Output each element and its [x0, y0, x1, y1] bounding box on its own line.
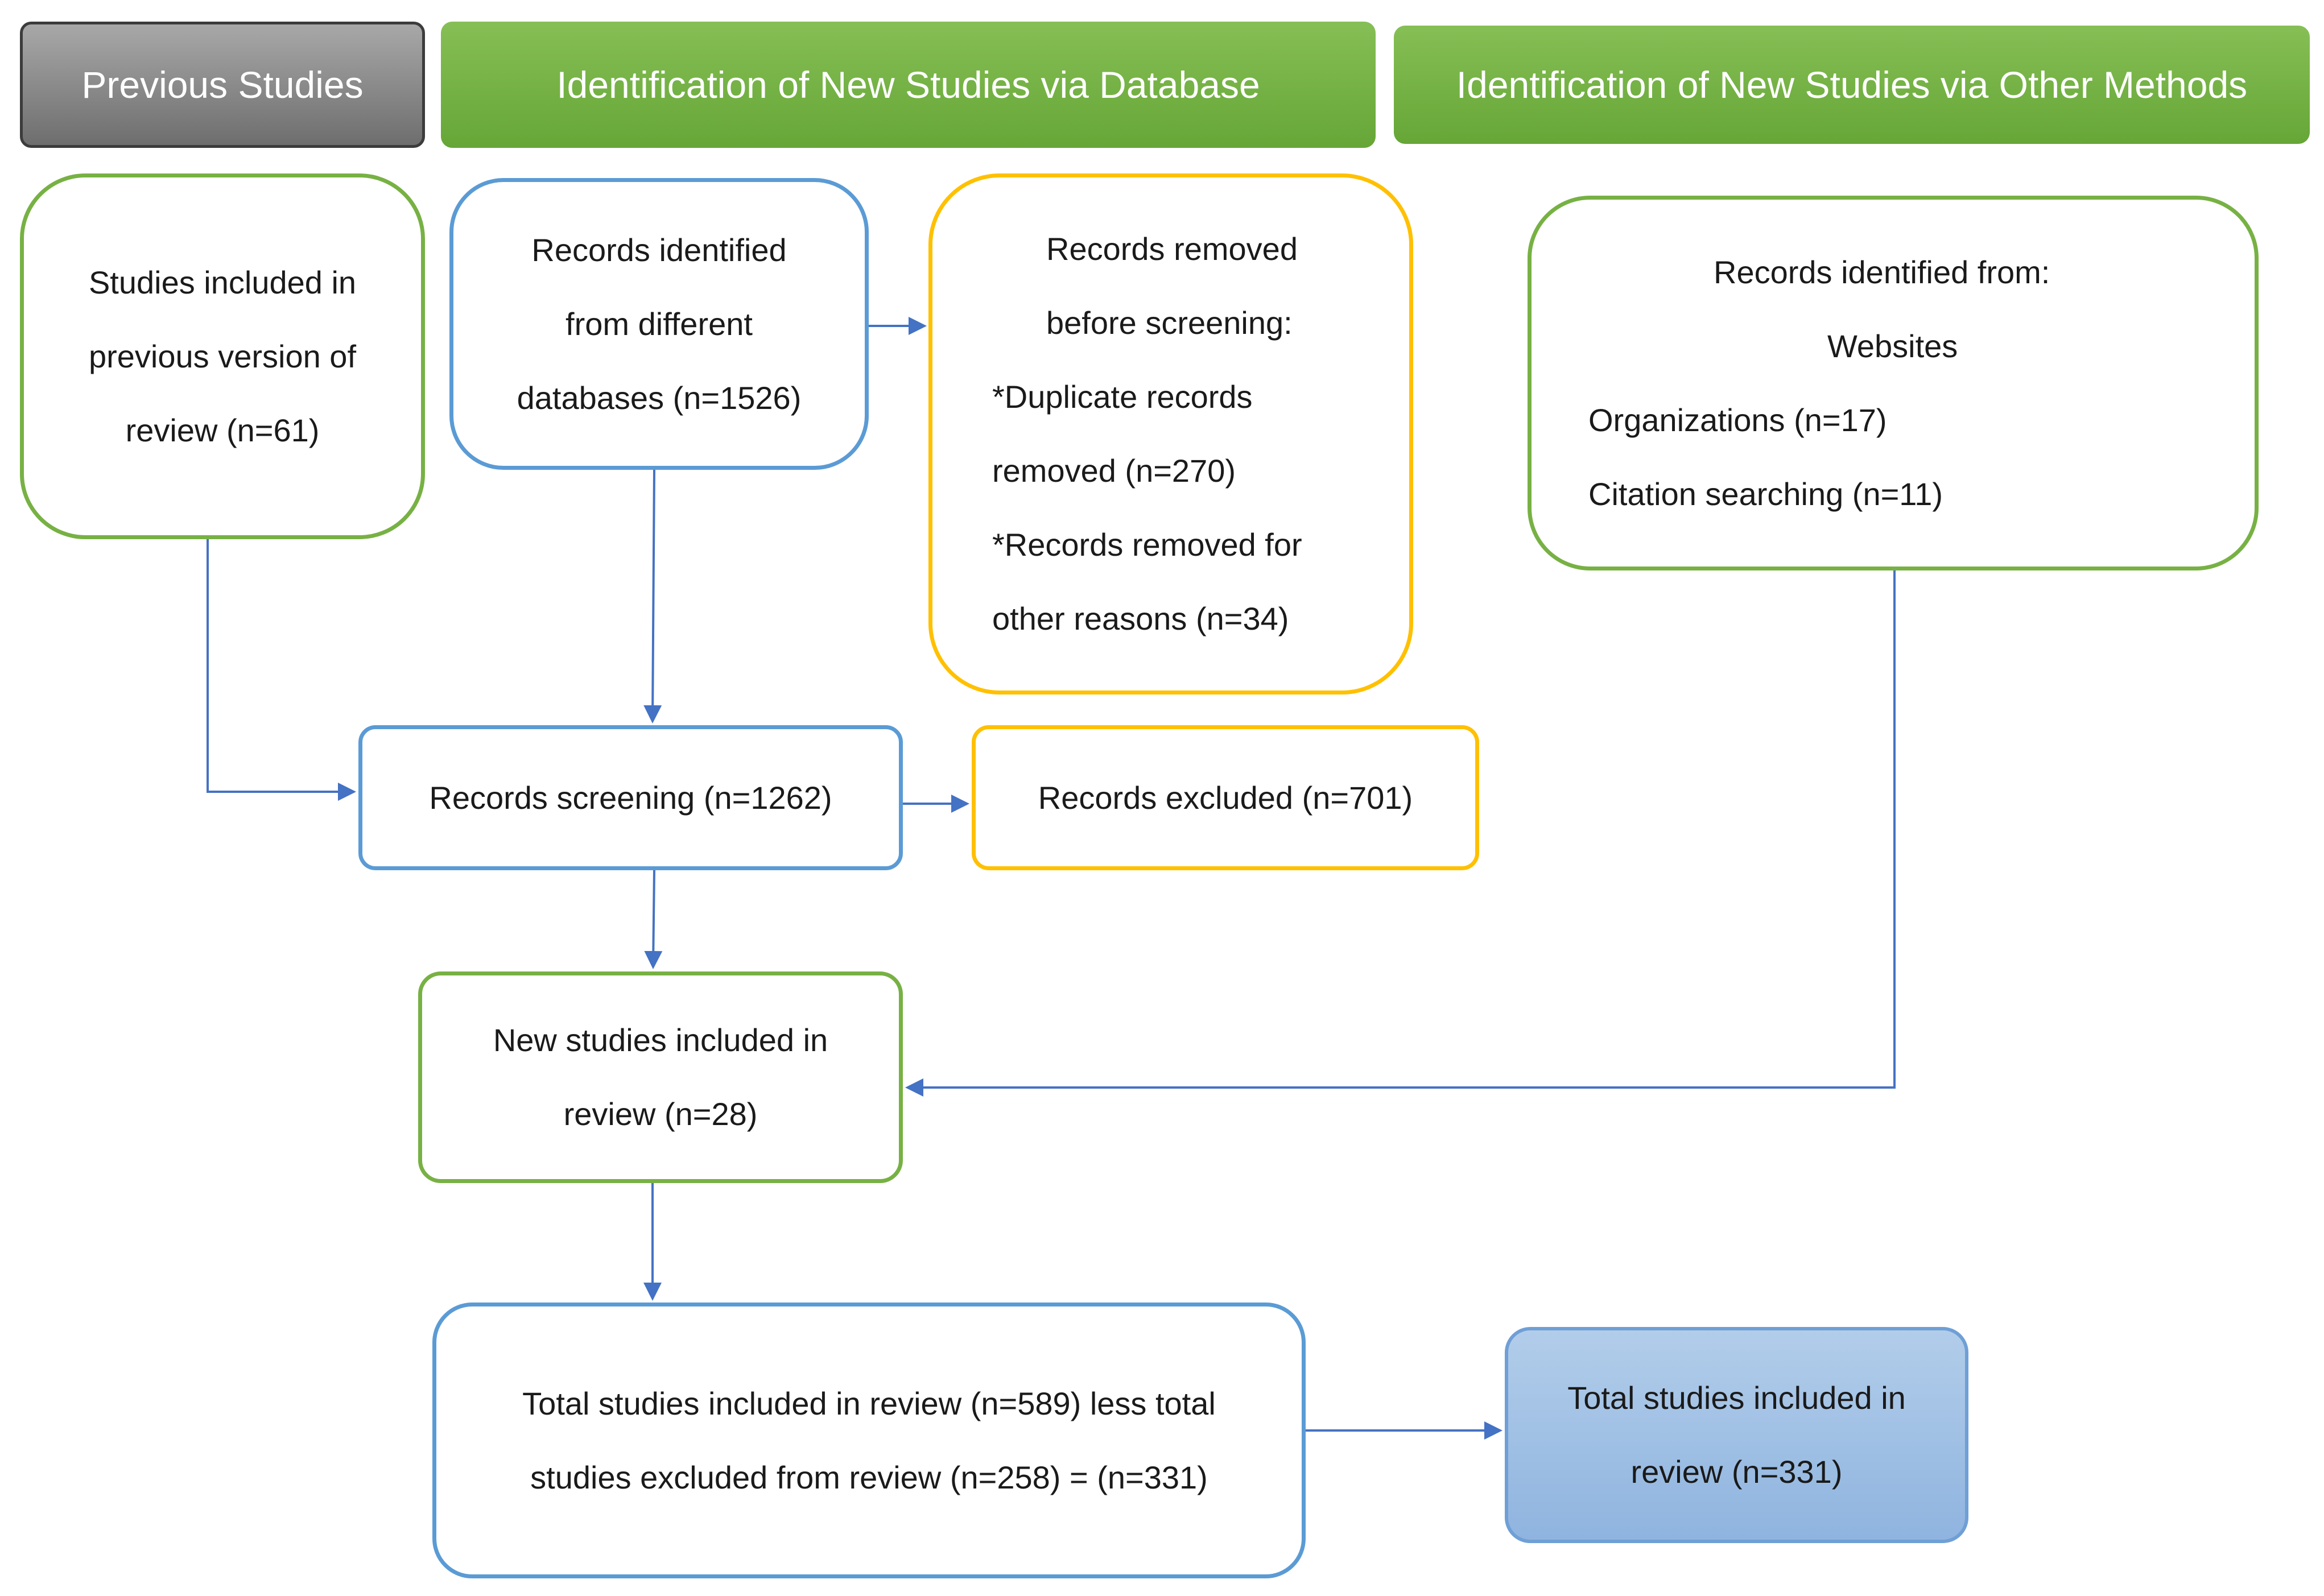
header-other-label: Identification of New Studies via Other …	[1456, 64, 2248, 106]
arrow-screening-to-new	[644, 870, 663, 969]
box-line: review (n=28)	[563, 1096, 758, 1132]
box-total-final: Total studies included in review (n=331)	[1505, 1327, 1968, 1543]
box-line: Records identified from:	[1714, 254, 2050, 290]
box-line: Total studies included in	[1567, 1380, 1906, 1416]
box-records-excluded: Records excluded (n=701)	[972, 725, 1479, 870]
box-line: *Duplicate records	[992, 379, 1253, 415]
box-line: Citation searching (n=11)	[1588, 476, 1943, 512]
box-line: Total studies included in review (n=589)…	[522, 1385, 1216, 1421]
header-database-label: Identification of New Studies via Databa…	[556, 64, 1260, 106]
header-previous-label: Previous Studies	[81, 64, 364, 106]
box-line: Records removed	[1046, 231, 1298, 267]
box-records-screening: Records screening (n=1262)	[358, 725, 903, 870]
box-line: removed (n=270)	[992, 453, 1236, 489]
arrow-db-to-screening	[643, 469, 662, 723]
box-records-identified-other: Records identified from: Websites Organi…	[1528, 196, 2259, 570]
box-line: Records excluded (n=701)	[1038, 779, 1413, 816]
box-line: from different	[565, 305, 753, 342]
box-line: before screening:	[1046, 305, 1293, 341]
box-line: Organizations (n=17)	[1588, 402, 1887, 438]
box-line: Websites	[1827, 328, 1958, 364]
box-line: previous version of	[88, 338, 356, 374]
box-line: review (n=331)	[1630, 1454, 1843, 1490]
header-previous-studies: Previous Studies	[20, 22, 425, 148]
header-database: Identification of New Studies via Databa…	[441, 22, 1376, 148]
box-total-calc: Total studies included in review (n=589)…	[432, 1303, 1306, 1578]
arrow-other-to-new	[905, 570, 1896, 1097]
box-line: other reasons (n=34)	[992, 601, 1289, 636]
box-line: databases (n=1526)	[517, 379, 802, 416]
box-line: studies excluded from review (n=258) = (…	[530, 1459, 1208, 1495]
box-records-identified-db: Records identified from different databa…	[449, 178, 869, 470]
arrow-previous-to-screening	[207, 539, 356, 801]
box-new-included: New studies included in review (n=28)	[418, 971, 903, 1183]
box-records-removed: Records removed before screening: *Dupli…	[928, 173, 1413, 694]
box-line: Studies included in	[88, 264, 357, 300]
box-line: *Records removed for	[992, 527, 1302, 563]
box-line: Records screening (n=1262)	[429, 779, 832, 816]
box-line: New studies included in	[493, 1022, 828, 1058]
box-line: Records identified	[531, 231, 787, 268]
box-previous-included: Studies included in previous version of …	[20, 173, 425, 539]
header-other-methods: Identification of New Studies via Other …	[1394, 26, 2310, 144]
box-line: review (n=61)	[125, 412, 320, 448]
